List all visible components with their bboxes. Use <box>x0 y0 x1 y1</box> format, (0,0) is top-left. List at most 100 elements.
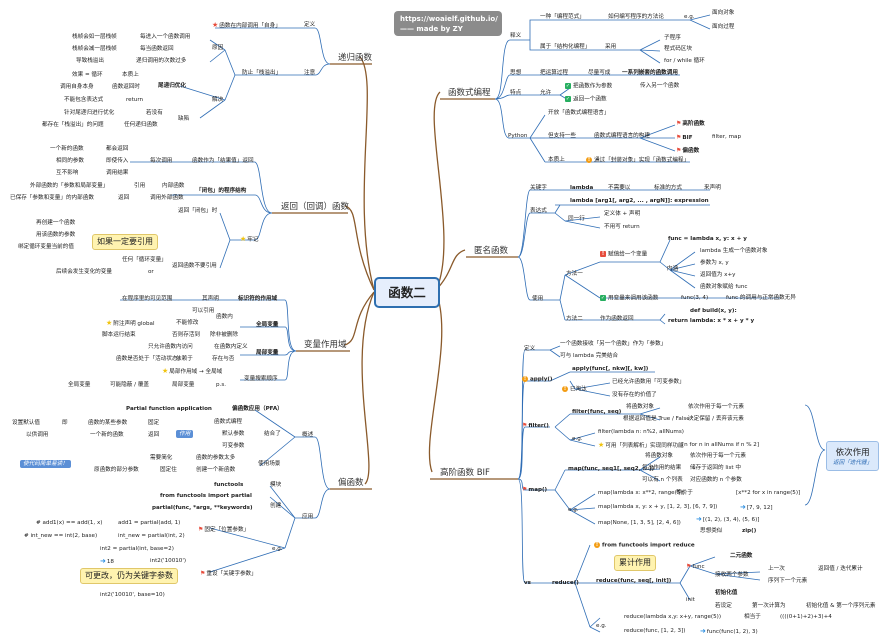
pt-pf: Partial function application <box>126 406 212 412</box>
rec-eff2: 本质上 <box>122 72 139 78</box>
bif-map-3: 每次作用的结果 <box>642 465 682 471</box>
sc-l2: 在函数内定义 <box>214 344 248 350</box>
lambda-call3: func 的调用与正常函数无异 <box>726 295 796 301</box>
star-icon: ★ <box>240 235 247 243</box>
lambda-m1a: !赋值给一个变量 <box>600 251 647 259</box>
cl-cl5: 返回 <box>118 195 130 201</box>
lambda-r4: 函数对象赋给 func <box>700 284 748 290</box>
bif-reduce[interactable]: reduce() <box>552 580 579 586</box>
bif-apply[interactable]: !apply() <box>522 376 552 384</box>
bif-filter-code1: filter(lambda n: n%2, allNums) <box>598 429 684 435</box>
bif-reduce-func-text: func <box>692 564 705 570</box>
bif-apply-a-text: 已淘汰 <box>570 386 587 393</box>
bif-apply-deprecated: !已淘汰 <box>562 386 587 394</box>
arrow-right-icon: ➜ <box>100 557 106 565</box>
rec-d3: 都存在「栈溢出」的问题 <box>42 122 104 128</box>
rec-inside: ★函数在内部调用「自身」 <box>212 22 281 30</box>
lambda-nodef: 不需要以 <box>608 185 631 191</box>
fp-feature1: ✓把函数作为参数 <box>565 83 612 91</box>
fp-howto: 如何编写程序的方法论 <box>608 14 664 20</box>
rec-stack5: 导致栈溢出 <box>76 58 104 64</box>
fp-loop: for / while 循环 <box>664 58 705 64</box>
star-icon: ★ <box>212 21 219 29</box>
branch-lambda[interactable]: 匿名函数 <box>474 246 509 256</box>
bif-reduce-two: 接收两个参数 <box>715 572 749 578</box>
fp-feature2: ✓返回一个函数 <box>565 96 607 104</box>
sc-g1: 可以引用 <box>192 308 215 314</box>
cl-structure: 「闭包」的程序结构 <box>196 188 247 194</box>
bif-map[interactable]: ⚑map() <box>522 486 547 494</box>
branch-recursion[interactable]: 递归函数 <box>338 53 373 63</box>
lambda-def-kw: 来声明 <box>704 185 721 191</box>
checkbox-icon: ✓ <box>565 83 571 89</box>
rec-def-label: 定义 <box>304 22 316 28</box>
cl-n1: 再创建一个函数 <box>36 220 76 226</box>
pt-p14: 需要简化 <box>150 455 173 461</box>
branch-partial[interactable]: 偏函数 <box>338 478 364 488</box>
sc-l3: 局部变量 <box>256 350 279 356</box>
rec-stack3: 栈帧会减一层栈帧 <box>72 46 117 52</box>
bif-map-sig: map(func, seq1[, seq2, ...]) <box>568 466 655 472</box>
pt-p3: 可变参数 <box>222 443 245 449</box>
lambda-m2a: 作为函数返回 <box>600 316 634 322</box>
fp-idea-label: 思想 <box>510 70 522 76</box>
bif-vs: vs <box>524 580 531 586</box>
bif-map-code1b: [x**2 for x in range(5)] <box>736 490 801 496</box>
bif-filter-text: filter() <box>528 423 549 429</box>
rec-note: 注意 <box>304 70 316 76</box>
lambda-code2a: def build(x, y): <box>690 308 737 314</box>
fp-idea2: 尽量写成 <box>588 70 611 76</box>
rec-fix: 解决 <box>212 97 224 103</box>
branch-functional-programming[interactable]: 函数式编程 <box>448 88 491 98</box>
lambda-tag: 标准的方式 <box>654 185 682 191</box>
pt-e5: int_new = partial(int, 2) <box>118 533 185 539</box>
pt-purpose-chip: 作用 <box>176 430 194 438</box>
bif-reduce-binary: 二元函数 <box>730 553 753 559</box>
bif-map-code2b: ➜[7, 9, 12] <box>740 504 773 512</box>
cl-cl4: 已保存「参数和变量」的内部函数 <box>10 195 94 201</box>
sc-o4: 可能隐蔽 / 覆盖 <box>110 382 150 388</box>
fp-essence-text: 通过「封装对象」实现「函数式编程」 <box>594 157 690 164</box>
bif-reduce-func: ⚑func <box>686 563 705 571</box>
pt-pfa: 偏函数应用（PFA） <box>232 406 283 412</box>
branch-closure[interactable]: 返回（回调）函数 <box>281 202 350 212</box>
flag-icon: ⚑ <box>200 570 206 577</box>
fp-allow: 允许 <box>540 90 552 96</box>
branch-higher-order-bif[interactable]: 高阶函数 BIF <box>440 468 490 478</box>
bif-reduce-eq: 相当于 <box>744 614 761 620</box>
bif-map-code3b-text: [(1, 2), (3, 4), (5, 6)] <box>702 517 760 523</box>
sc-g4-text: 附注声明 global <box>113 321 155 327</box>
lambda-keyword-label: 关键字 <box>530 185 547 191</box>
bif-filter[interactable]: ⚑filter() <box>522 422 549 430</box>
pt-m6: 应用 <box>302 514 314 520</box>
pt-p2: 默认参数 <box>222 431 245 437</box>
lambda-inner: 内涵 <box>667 266 679 272</box>
sc-s3: 标识符的作用域 <box>238 296 278 302</box>
cl-r2: 都会返回 <box>106 146 129 152</box>
bif-reduce-init2: 初始化值 <box>715 590 738 596</box>
bif-reduce-code2b: ➜func(func(1, 2), 3) <box>700 628 758 636</box>
lambda-call2: func(3, 4) <box>681 295 709 301</box>
bif-map-6: 对应函数的 n 个参数 <box>690 477 742 483</box>
pt-p11: 返回 <box>148 432 160 438</box>
lambda-sameline: 同一行 <box>568 216 585 222</box>
pt-p9: 以供调用 <box>26 432 49 438</box>
cl-cl3: 内部函数 <box>162 183 185 189</box>
cl-r6: 调用结果 <box>106 170 129 176</box>
branch-variable-scope[interactable]: 变量作用域 <box>304 340 347 350</box>
sc-s2: 其声明 <box>202 296 219 302</box>
bif-reduce-first: 第一次计算为 <box>752 603 786 609</box>
pt-e3-text: 固定「位置参数」 <box>204 527 250 533</box>
sc-g4: ★附注声明 global <box>106 320 155 328</box>
bif-map-text: map() <box>528 487 548 493</box>
cl-n2: 用该函数的参数 <box>36 232 76 238</box>
sc-g6: 脚本运行结束 <box>102 332 136 338</box>
pt-eg: e.g. <box>272 546 283 552</box>
sc-l4: 函数是否处于「活动状态」 <box>116 356 184 362</box>
bif-map-2: 依次作用于每一个元素 <box>690 453 746 459</box>
cl-r3: 相同的参数 <box>56 158 84 164</box>
bif-filter-code2-text: 可用「列表解析」实现同样功能 <box>605 443 684 449</box>
fp-feature1b: 传入另一个函数 <box>640 83 680 89</box>
fp-python-notpure: 但支持一些 <box>548 133 576 139</box>
lambda-usage: 使用 <box>532 296 544 302</box>
